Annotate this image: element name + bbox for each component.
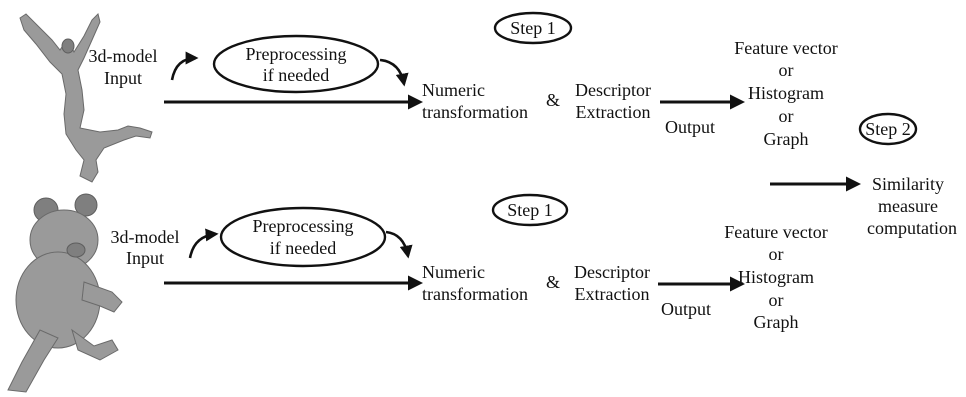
preprocessing-line2: if needed xyxy=(263,65,329,85)
similarity-line3: computation xyxy=(867,218,957,238)
curved-arrow-from-preprocessing xyxy=(379,58,409,87)
input-label-line2: Input xyxy=(104,68,142,88)
numeric-line2-row2: transformation xyxy=(422,284,528,304)
feature-line2: or xyxy=(779,60,794,80)
feature-line4-row2: or xyxy=(769,290,784,310)
step2-label: Step 2 xyxy=(865,119,911,139)
numeric-line1: Numeric xyxy=(422,80,485,100)
human-figure-model xyxy=(19,13,153,183)
feature-line5: Graph xyxy=(764,129,809,149)
teddy-bear-model xyxy=(7,193,123,393)
preprocessing-ellipse xyxy=(212,34,380,94)
ampersand-row2: & xyxy=(546,272,560,292)
output-label-row2: Output xyxy=(661,299,711,319)
ampersand: & xyxy=(546,90,560,110)
curved-arrow-from-preprocessing-row2 xyxy=(385,230,413,259)
preprocessing-line1: Preprocessing xyxy=(246,44,347,64)
feature-line3: Histogram xyxy=(748,83,824,103)
descriptor-line1-row2: Descriptor xyxy=(574,262,650,282)
preprocessing-line1-row2: Preprocessing xyxy=(253,216,354,236)
feature-line1-row2: Feature vector xyxy=(724,222,827,242)
feature-line1: Feature vector xyxy=(734,38,837,58)
similarity-line1: Similarity xyxy=(872,174,944,194)
step2-ellipse xyxy=(858,112,918,146)
input-label-line1: 3d-model xyxy=(89,46,158,66)
feature-line5-row2: Graph xyxy=(754,312,799,332)
feature-line2-row2: or xyxy=(769,244,784,264)
preprocessing-ellipse-row2 xyxy=(219,206,387,268)
feature-line4: or xyxy=(779,106,794,126)
descriptor-line2-row2: Extraction xyxy=(575,284,650,304)
output-label: Output xyxy=(665,117,715,137)
step1-ellipse-row2 xyxy=(491,193,569,227)
numeric-line2: transformation xyxy=(422,102,528,122)
curved-arrow-to-preprocessing-row2 xyxy=(188,228,219,259)
descriptor-line1: Descriptor xyxy=(575,80,651,100)
input-label-line2-row2: Input xyxy=(126,248,164,268)
step1-label: Step 1 xyxy=(510,18,556,38)
similarity-line2: measure xyxy=(878,196,938,216)
curved-arrow-to-preprocessing xyxy=(170,51,199,81)
numeric-line1-row2: Numeric xyxy=(422,262,485,282)
feature-line3-row2: Histogram xyxy=(738,267,814,287)
step1-label-row2: Step 1 xyxy=(507,200,553,220)
preprocessing-line2-row2: if needed xyxy=(270,238,336,258)
input-label-line1-row2: 3d-model xyxy=(111,227,180,247)
descriptor-line2: Extraction xyxy=(576,102,651,122)
step1-ellipse xyxy=(493,11,573,45)
